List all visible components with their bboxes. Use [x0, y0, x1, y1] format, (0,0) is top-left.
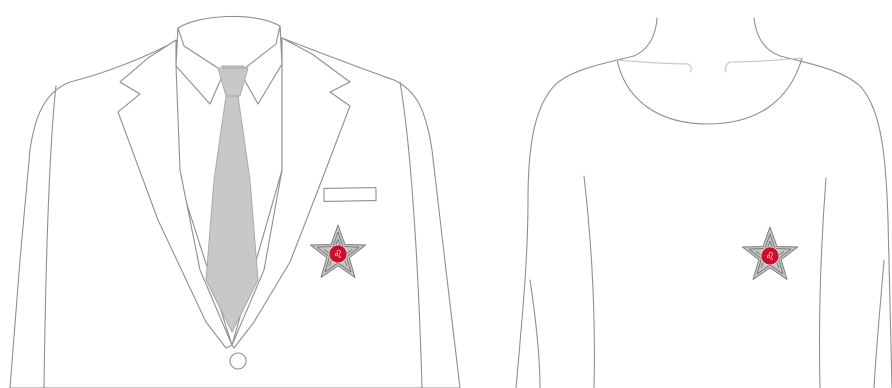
breast-pocket [324, 188, 376, 202]
collarbone-right [725, 58, 802, 72]
jacket-button [230, 353, 246, 369]
right-arm-outer [874, 260, 884, 388]
right-arm-line [819, 178, 826, 388]
left-arm-line [584, 176, 594, 388]
neck-right [754, 18, 780, 56]
collarbone-left [617, 60, 691, 72]
lion-emblem-icon: ♌ [334, 250, 343, 261]
dress-outline [516, 56, 634, 388]
female-figure: ♌ [516, 18, 892, 388]
female-badge: ♌ [742, 227, 797, 280]
neck-left [634, 18, 657, 56]
left-arm-outer [530, 280, 540, 388]
neckline [617, 58, 802, 124]
dress-outline-right [780, 56, 892, 388]
male-figure: ♌ [10, 16, 460, 388]
lion-emblem-icon: ♌ [766, 252, 775, 263]
